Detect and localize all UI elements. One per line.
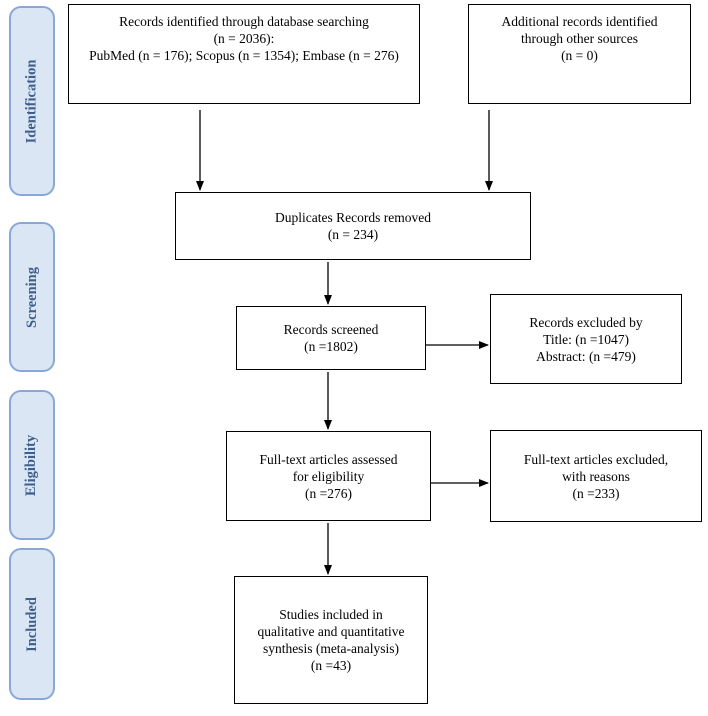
full-text-assessed-count: (n =276) bbox=[305, 485, 352, 501]
phase-screening-text: Screening bbox=[23, 266, 40, 328]
phase-eligibility-text: Eligibility bbox=[23, 434, 40, 496]
records-excluded-box: Records excluded by Title: (n =1047) Abs… bbox=[490, 294, 682, 384]
records-excluded-title: Records excluded by bbox=[529, 314, 643, 330]
duplicates-removed-box: Duplicates Records removed (n = 234) bbox=[175, 192, 531, 260]
studies-included-box: Studies included in qualitative and quan… bbox=[234, 576, 428, 704]
studies-included-line3: synthesis (meta-analysis) bbox=[262, 641, 400, 656]
other-sources-box: Additional records identified through ot… bbox=[468, 4, 691, 104]
full-text-excluded-title: Full-text articles excluded, bbox=[523, 451, 669, 467]
phase-identification-label: Identification bbox=[9, 6, 55, 196]
full-text-assessed-subtitle: for eligibility bbox=[292, 468, 365, 484]
full-text-excluded-box: Full-text articles excluded, with reason… bbox=[490, 430, 702, 522]
records-screened-count: (n =1802) bbox=[304, 339, 358, 354]
phase-included-text: Included bbox=[23, 596, 40, 652]
records-excluded-title-count: Title: (n =1047) bbox=[543, 331, 629, 347]
phase-eligibility-label: Eligibility bbox=[9, 390, 55, 540]
phase-screening-label: Screening bbox=[9, 222, 55, 372]
full-text-excluded-subtitle: with reasons bbox=[562, 468, 630, 484]
other-sources-count: (n = 0) bbox=[561, 48, 598, 63]
full-text-excluded-count: (n =233) bbox=[572, 485, 620, 501]
database-search-count: (n = 2036): bbox=[213, 31, 275, 46]
other-sources-title: Additional records identified bbox=[501, 14, 658, 29]
duplicates-removed-title: Duplicates Records removed bbox=[275, 210, 431, 225]
phase-included-label: Included bbox=[9, 548, 55, 700]
database-search-title: Records identified through database sear… bbox=[119, 14, 369, 29]
studies-included-title: Studies included in bbox=[279, 607, 383, 622]
records-excluded-abstract-count: Abstract: (n =479) bbox=[536, 348, 636, 364]
database-search-box: Records identified through database sear… bbox=[68, 4, 420, 104]
phase-identification-text: Identification bbox=[23, 59, 40, 143]
full-text-assessed-title: Full-text articles assessed bbox=[259, 451, 398, 467]
studies-included-count: (n =43) bbox=[310, 658, 352, 673]
records-screened-title: Records screened bbox=[283, 322, 379, 337]
database-search-breakdown: PubMed (n = 176); Scopus (n = 1354); Emb… bbox=[89, 48, 399, 63]
records-screened-box: Records screened (n =1802) bbox=[236, 306, 426, 370]
full-text-assessed-box: Full-text articles assessed for eligibil… bbox=[226, 431, 431, 521]
other-sources-subtitle: through other sources bbox=[521, 31, 638, 46]
studies-included-line2: qualitative and quantitative bbox=[257, 624, 405, 639]
duplicates-removed-count: (n = 234) bbox=[327, 227, 379, 242]
